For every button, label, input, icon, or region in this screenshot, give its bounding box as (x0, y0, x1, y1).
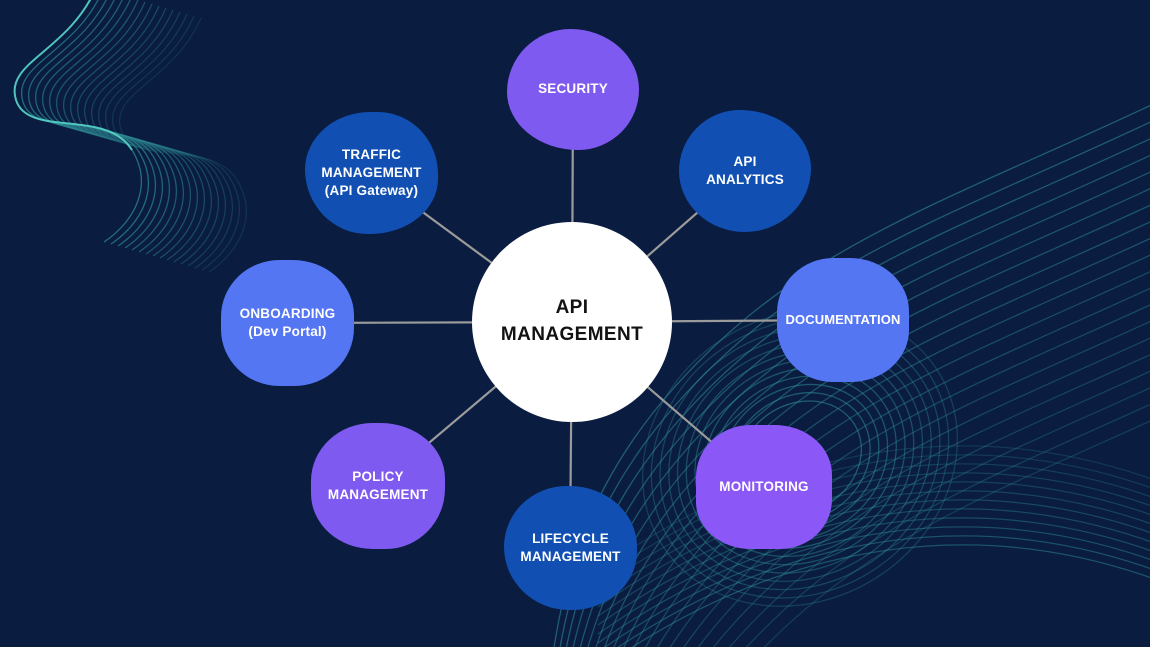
center-node-label: API MANAGEMENT (500, 297, 644, 345)
node-traffic-management: TRAFFIC MANAGEMENT (API Gateway) (305, 112, 438, 234)
node-traffic-management-label: TRAFFIC MANAGEMENT (API Gateway) (321, 146, 422, 199)
node-monitoring-label: MONITORING (719, 478, 809, 494)
node-monitoring: MONITORING (696, 425, 832, 549)
node-api-analytics: API ANALYTICS (679, 110, 811, 232)
node-lifecycle-management-label: LIFECYCLE MANAGEMENT (520, 530, 621, 564)
node-documentation-label: DOCUMENTATION (785, 312, 901, 328)
node-security-label: SECURITY (538, 81, 608, 97)
node-api-analytics-label: API ANALYTICS (706, 153, 784, 187)
node-policy-management-label: POLICY MANAGEMENT (327, 468, 429, 502)
node-policy-management: POLICY MANAGEMENT (311, 423, 445, 549)
node-lifecycle-management: LIFECYCLE MANAGEMENT (504, 486, 637, 610)
node-onboarding: ONBOARDING (Dev Portal) (221, 260, 354, 386)
node-documentation: DOCUMENTATION (777, 258, 909, 382)
node-security: SECURITY (507, 29, 639, 150)
node-api-management-center: API MANAGEMENT (472, 222, 672, 422)
node-onboarding-label: ONBOARDING (Dev Portal) (239, 305, 336, 339)
wave-topleft-decoration (13, 0, 247, 273)
wave-bottom-mesh-decoration (597, 445, 1150, 647)
